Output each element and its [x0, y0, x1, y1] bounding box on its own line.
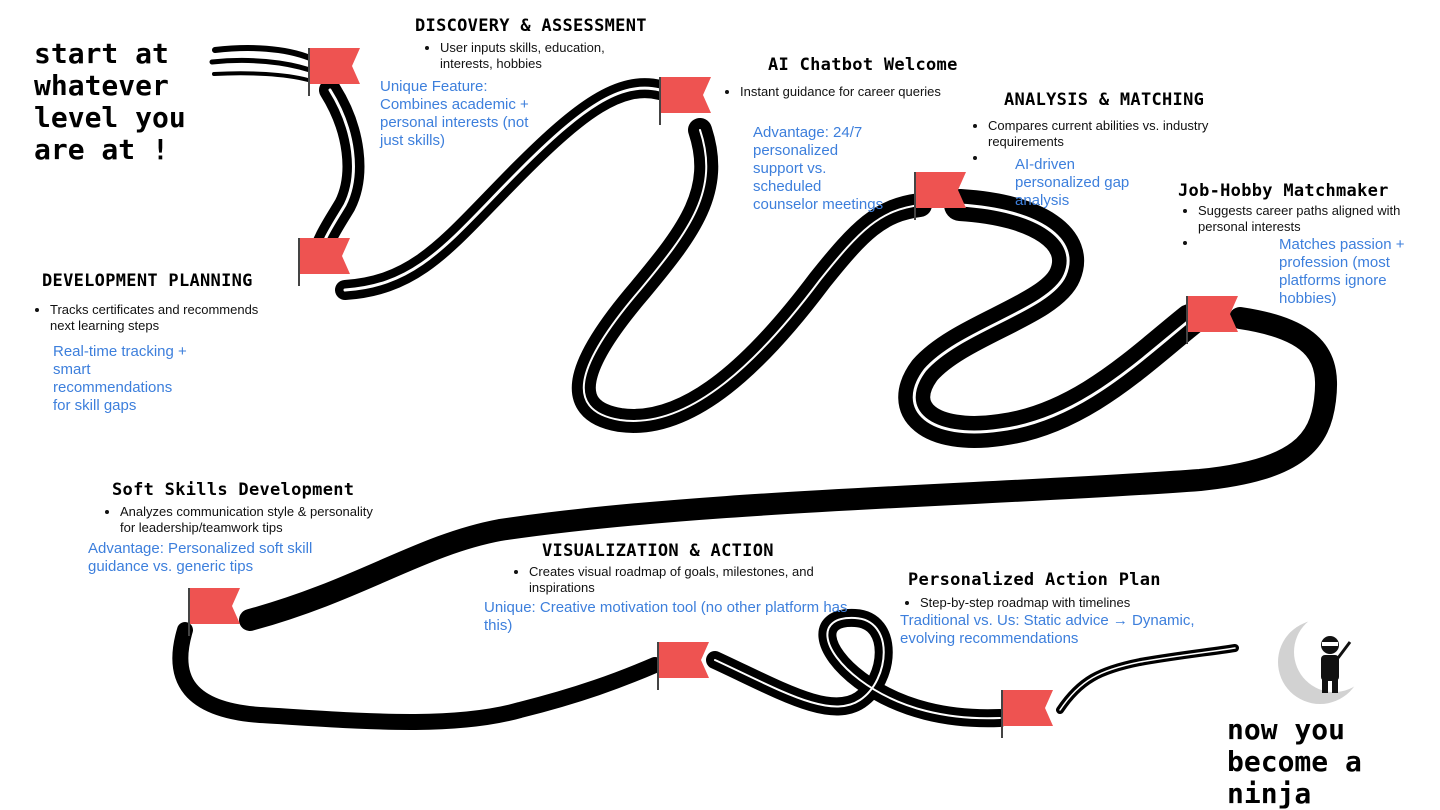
- intro-line: are at !: [34, 133, 169, 166]
- flag-icon: [659, 77, 711, 125]
- intro-line: level you: [34, 101, 186, 134]
- stage-title-softskills: Soft Skills Development: [112, 480, 355, 500]
- stage-title-development: DEVELOPMENT PLANNING: [42, 271, 253, 291]
- intro-text: start at whatever level you are at !: [34, 38, 186, 166]
- outro-line: become a: [1227, 745, 1362, 778]
- stage-bullet-development: Tracks certificates and recommends next …: [34, 302, 284, 334]
- stage-note-actionplan: Traditional vs. Us: Static advice → Dyna…: [900, 612, 1195, 647]
- stage-bullet-analysis: Compares current abilities vs. industry …: [972, 118, 1232, 150]
- stage-note-analysis: AI-driven personalized gap analysis: [1015, 156, 1130, 209]
- stage-bullet-visualization: Creates visual roadmap of goals, milesto…: [513, 564, 843, 596]
- outro-line: ninja: [1227, 777, 1312, 810]
- stage-note-discovery: Unique Feature: Combines academic + pers…: [380, 78, 529, 149]
- flag-icon: [188, 588, 240, 636]
- stage-note-development: Real-time tracking + smart recommendatio…: [53, 343, 187, 414]
- stage-bullet-chatbot: Instant guidance for career queries: [724, 84, 974, 100]
- stage-note-matchmaker: Matches passion + profession (most platf…: [1279, 236, 1405, 307]
- stage-bullet-analysis-2: [972, 150, 992, 166]
- flag-icon: [914, 172, 966, 220]
- stage-title-actionplan: Personalized Action Plan: [908, 570, 1161, 590]
- stage-bullet-actionplan: Step-by-step roadmap with timelines: [904, 595, 1184, 611]
- outro-text: now you become a ninja: [1227, 714, 1362, 810]
- flag-icon: [298, 238, 350, 286]
- stage-bullet-discovery: User inputs skills, education, interests…: [424, 40, 654, 72]
- flag-icon: [1001, 690, 1053, 738]
- stage-bullet-softskills: Analyzes communication style & personali…: [104, 504, 379, 536]
- flag-icon: [657, 642, 709, 690]
- flag-icon: [1186, 296, 1238, 344]
- stage-title-chatbot: AI Chatbot Welcome: [768, 55, 958, 75]
- intro-line: whatever: [34, 69, 169, 102]
- stage-bullet-matchmaker-2: [1182, 235, 1202, 251]
- stage-note-visualization: Unique: Creative motivation tool (no oth…: [484, 599, 848, 634]
- intro-line: start at: [34, 37, 169, 70]
- outro-line: now you: [1227, 713, 1346, 746]
- stage-title-visualization: VISUALIZATION & ACTION: [542, 541, 774, 561]
- stage-note-chatbot: Advantage: 24/7 personalized support vs.…: [753, 124, 884, 213]
- stage-note-softskills: Advantage: Personalized soft skill guida…: [88, 540, 313, 575]
- stage-title-matchmaker: Job-Hobby Matchmaker: [1178, 181, 1389, 201]
- flag-icon: [308, 48, 360, 96]
- ninja-moon-icon: [1278, 620, 1362, 704]
- stage-title-analysis: ANALYSIS & MATCHING: [1004, 90, 1205, 110]
- stage-title-discovery: DISCOVERY & ASSESSMENT: [415, 16, 647, 36]
- stage-bullet-matchmaker: Suggests career paths aligned with perso…: [1182, 203, 1422, 235]
